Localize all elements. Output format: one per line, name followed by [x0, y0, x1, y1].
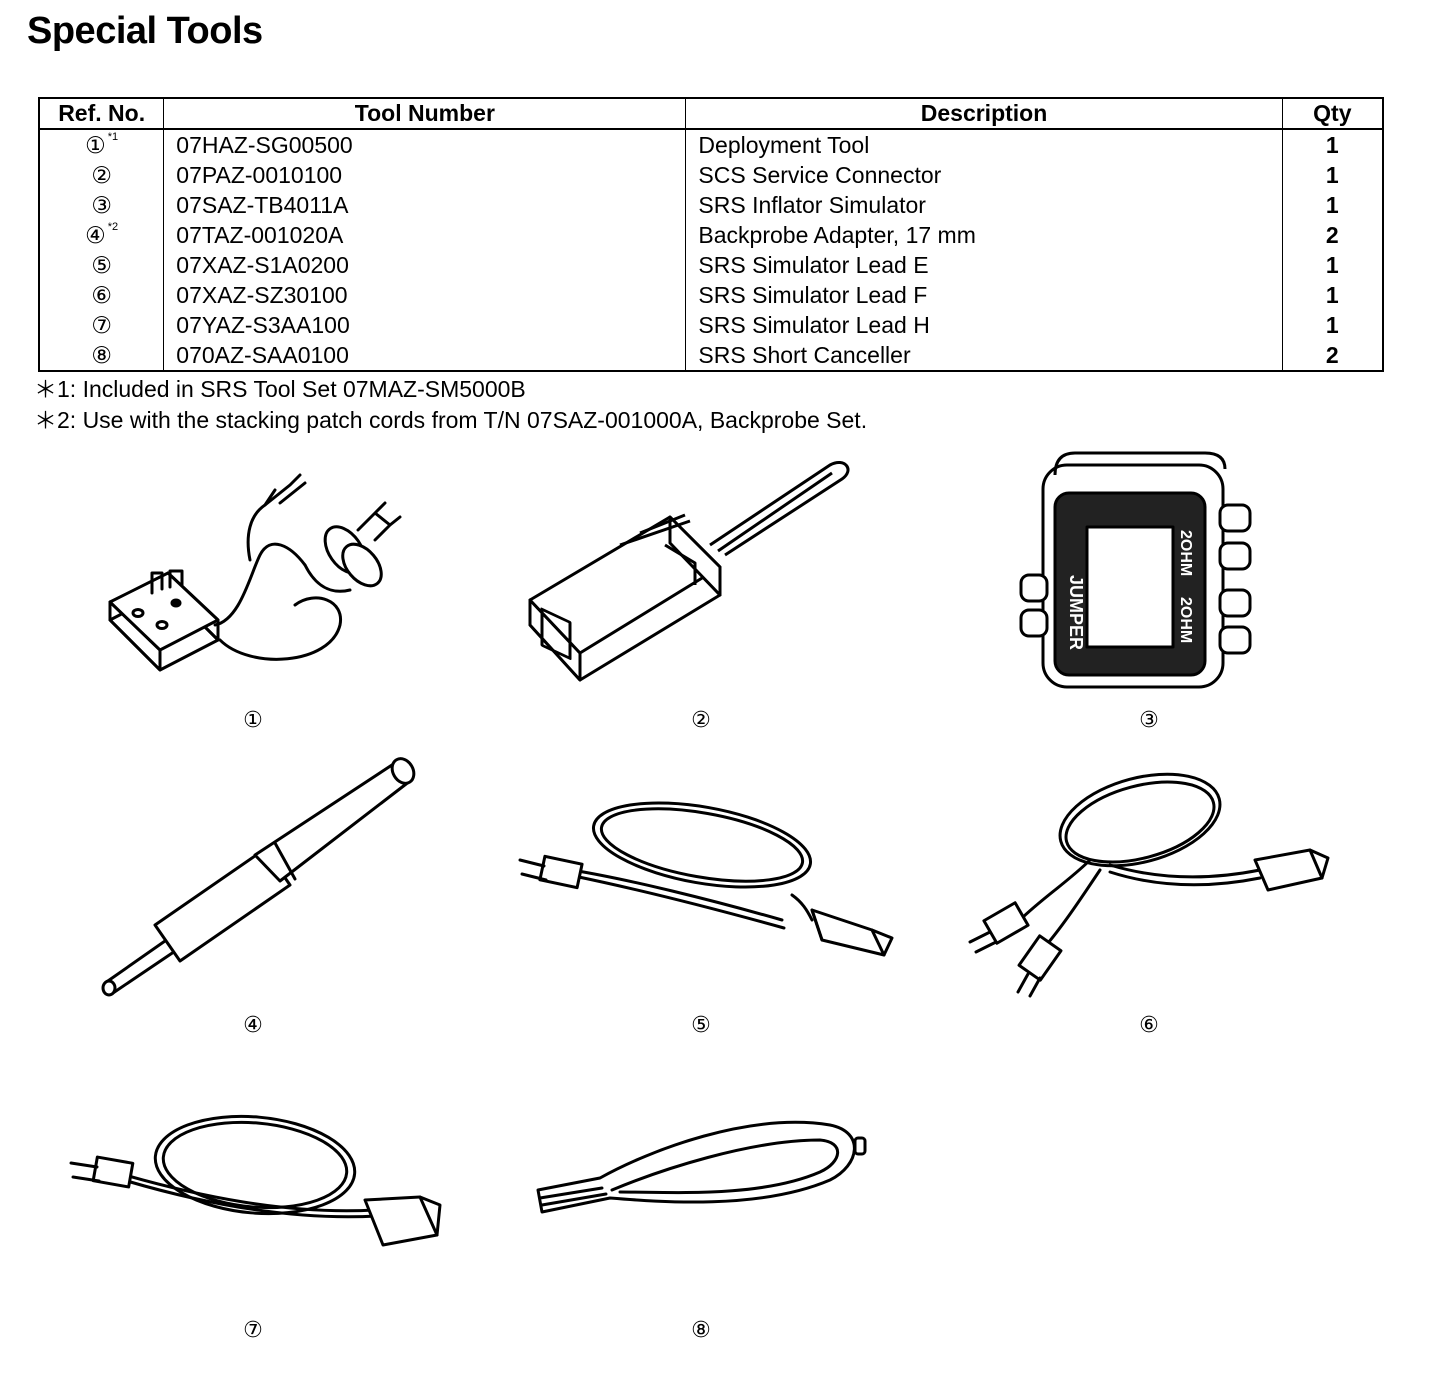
table-row: ①*1 07HAZ-SG00500 Deployment Tool 1 — [39, 129, 1383, 160]
ref-number: ① — [85, 132, 106, 158]
ref-number: ③ — [91, 192, 112, 218]
ref-number: ④ — [85, 222, 106, 248]
tool-number-cell: 07YAZ-S3AA100 — [163, 310, 687, 340]
table-header-row: Ref. No. Tool Number Description Qty — [39, 98, 1383, 130]
simulator-lead-h-icon — [65, 1105, 455, 1275]
ref-cell: ⑤ — [39, 250, 165, 280]
ref-number: ② — [91, 162, 112, 188]
box-label-jumper: JUMPER — [1066, 575, 1086, 650]
qty-cell: 1 — [1325, 312, 1339, 338]
header-description: Description — [685, 98, 1283, 130]
footnote-marker: *2 — [107, 221, 119, 233]
figure-label-6: ⑥ — [1139, 1012, 1159, 1037]
qty-cell: 2 — [1325, 222, 1339, 248]
simulator-lead-e-icon — [512, 770, 902, 980]
table-row: ⑤ 07XAZ-S1A0200 SRS Simulator Lead E 1 — [39, 250, 1383, 280]
figure-label-2: ② — [691, 707, 711, 732]
description-cell: SCS Service Connector — [685, 160, 1283, 190]
deployment-tool-icon — [100, 465, 420, 685]
footnote-2: ＊2: Use with the stacking patch cords fr… — [34, 407, 868, 433]
ref-cell: ② — [39, 160, 165, 190]
header-tool-number: Tool Number — [163, 98, 687, 130]
ref-cell: ③ — [39, 190, 165, 220]
qty-cell: 1 — [1325, 192, 1339, 218]
page-title: Special Tools — [27, 10, 263, 52]
ref-number: ⑤ — [91, 252, 112, 278]
tool-number-cell: 070AZ-SAA0100 — [163, 340, 687, 371]
footnote-1: ＊1: Included in SRS Tool Set 07MAZ-SM500… — [34, 376, 526, 402]
table-row: ④*2 07TAZ-001020A Backprobe Adapter, 17 … — [39, 220, 1383, 250]
table-row: ③ 07SAZ-TB4011A SRS Inflator Simulator 1 — [39, 190, 1383, 220]
ref-cell: ④*2 — [39, 220, 165, 250]
short-canceller-icon — [530, 1110, 875, 1225]
footnotes: ＊1: Included in SRS Tool Set 07MAZ-SM500… — [34, 374, 867, 436]
description-cell: SRS Short Canceller — [685, 340, 1283, 371]
tool-number-cell: 07SAZ-TB4011A — [163, 190, 687, 220]
description-cell: SRS Simulator Lead F — [685, 280, 1283, 310]
qty-cell: 2 — [1325, 342, 1339, 368]
ref-cell: ⑦ — [39, 310, 165, 340]
figure-label-5: ⑤ — [691, 1012, 711, 1037]
table-row: ⑧ 070AZ-SAA0100 SRS Short Canceller 2 — [39, 340, 1383, 371]
tool-number-cell: 07TAZ-001020A — [163, 220, 687, 250]
figure-label-8: ⑧ — [691, 1317, 711, 1342]
header-ref-no: Ref. No. — [39, 98, 165, 130]
backprobe-adapter-icon — [85, 755, 425, 1005]
qty-cell: 1 — [1325, 132, 1339, 158]
srs-inflator-simulator-icon: JUMPER 2OHM 2OHM — [1015, 445, 1265, 695]
table-row: ② 07PAZ-0010100 SCS Service Connector 1 — [39, 160, 1383, 190]
box-label-2ohm-bottom: 2OHM — [1177, 597, 1194, 643]
qty-cell: 1 — [1325, 282, 1339, 308]
ref-number: ⑦ — [91, 312, 112, 338]
ref-cell: ①*1 — [39, 129, 165, 160]
tool-number-cell: 07XAZ-SZ30100 — [163, 280, 687, 310]
figure-label-3: ③ — [1139, 707, 1159, 732]
footnote-marker: *1 — [107, 131, 119, 143]
tool-number-cell: 07HAZ-SG00500 — [163, 129, 687, 160]
description-cell: SRS Simulator Lead H — [685, 310, 1283, 340]
table-row: ⑦ 07YAZ-S3AA100 SRS Simulator Lead H 1 — [39, 310, 1383, 340]
description-cell: SRS Simulator Lead E — [685, 250, 1283, 280]
qty-cell: 1 — [1325, 252, 1339, 278]
simulator-lead-f-icon — [960, 760, 1340, 1010]
tool-number-cell: 07PAZ-0010100 — [163, 160, 687, 190]
figure-label-1: ① — [243, 707, 263, 732]
header-qty: Qty — [1282, 98, 1383, 130]
figure-label-4: ④ — [243, 1012, 263, 1037]
figure-label-7: ⑦ — [243, 1317, 263, 1342]
scs-service-connector-icon — [520, 455, 860, 695]
qty-cell: 1 — [1325, 162, 1339, 188]
description-cell: SRS Inflator Simulator — [685, 190, 1283, 220]
description-cell: Deployment Tool — [685, 129, 1283, 160]
ref-cell: ⑧ — [39, 340, 165, 371]
ref-number: ⑧ — [91, 342, 112, 368]
description-cell: Backprobe Adapter, 17 mm — [685, 220, 1283, 250]
ref-number: ⑥ — [91, 282, 112, 308]
box-label-2ohm-top: 2OHM — [1177, 530, 1194, 576]
ref-cell: ⑥ — [39, 280, 165, 310]
special-tools-table: Ref. No. Tool Number Description Qty ①*1… — [38, 97, 1384, 372]
tool-number-cell: 07XAZ-S1A0200 — [163, 250, 687, 280]
table-row: ⑥ 07XAZ-SZ30100 SRS Simulator Lead F 1 — [39, 280, 1383, 310]
